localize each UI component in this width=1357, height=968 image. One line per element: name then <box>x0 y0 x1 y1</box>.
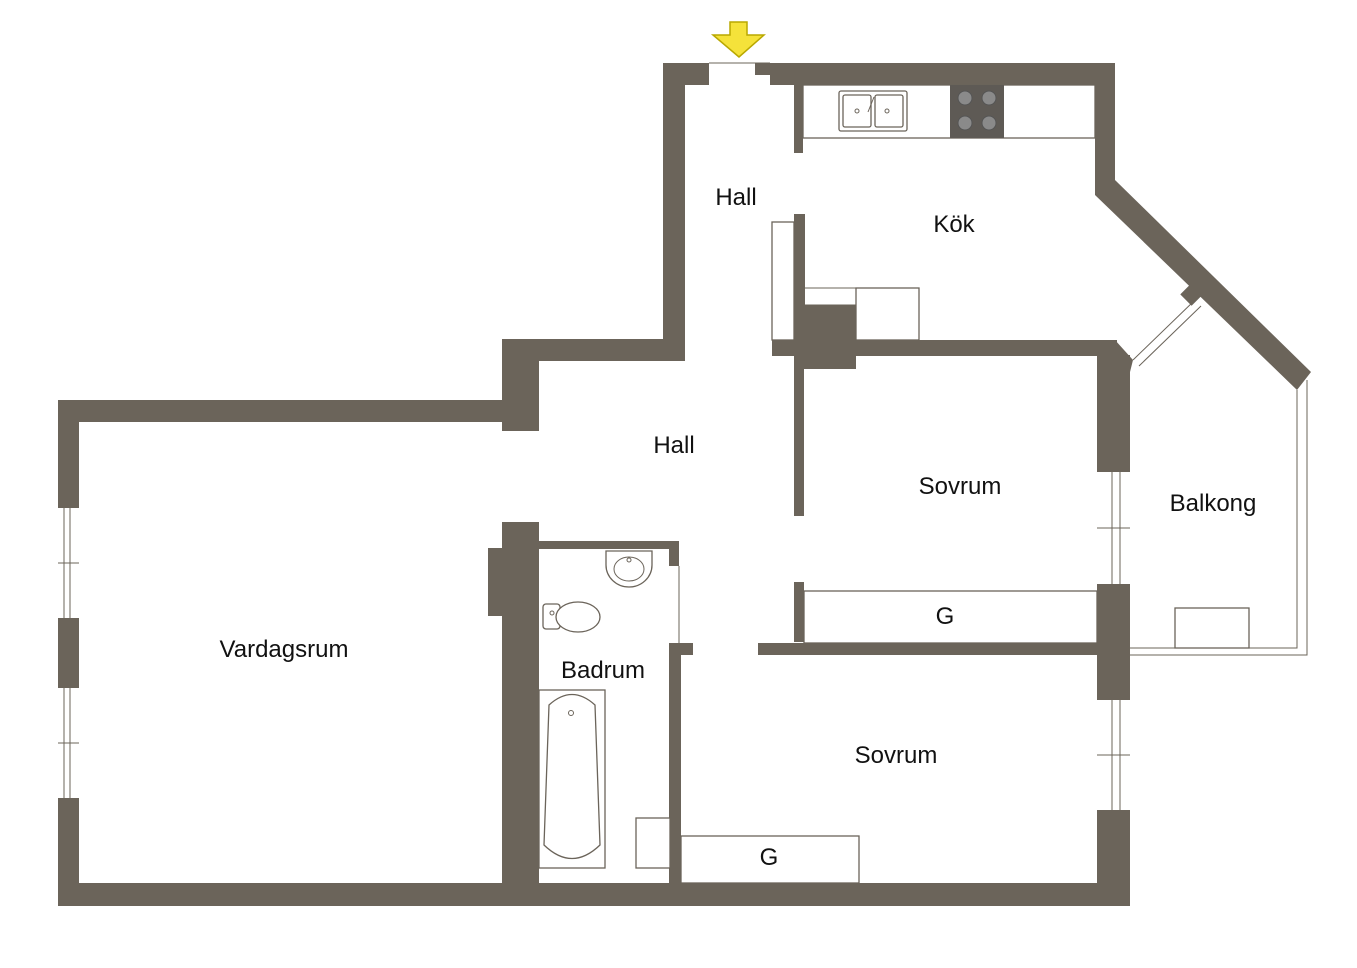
label-closet-1: G <box>936 603 955 630</box>
washbasin-icon <box>605 550 653 588</box>
balcony-railing <box>1130 280 1308 656</box>
outer-walls <box>58 63 1311 906</box>
label-bedroom-1: Sovrum <box>919 473 1002 500</box>
label-balcony: Balkong <box>1170 490 1257 517</box>
label-bedroom-2: Sovrum <box>855 742 938 769</box>
kitchen-fixtures <box>771 84 1096 341</box>
room-labels: Hall Kök Hall Sovrum Balkong Vardagsrum … <box>220 184 1257 871</box>
toilet-icon <box>542 601 601 633</box>
bathtub-icon <box>538 689 606 869</box>
wardrobes <box>680 590 1098 884</box>
label-kitchen: Kök <box>933 211 975 238</box>
windows <box>58 472 1130 810</box>
label-bathroom: Badrum <box>561 657 645 684</box>
interior-walls <box>488 85 1118 906</box>
label-closet-2: G <box>760 844 779 871</box>
bathroom-fixtures <box>538 550 680 869</box>
stove-icon <box>950 85 1004 138</box>
sink-icon <box>838 90 908 132</box>
entrance-arrow-icon <box>710 21 766 58</box>
label-hall-main: Hall <box>653 432 694 459</box>
label-living-room: Vardagsrum <box>220 636 349 663</box>
label-hall-upper: Hall <box>715 184 756 211</box>
